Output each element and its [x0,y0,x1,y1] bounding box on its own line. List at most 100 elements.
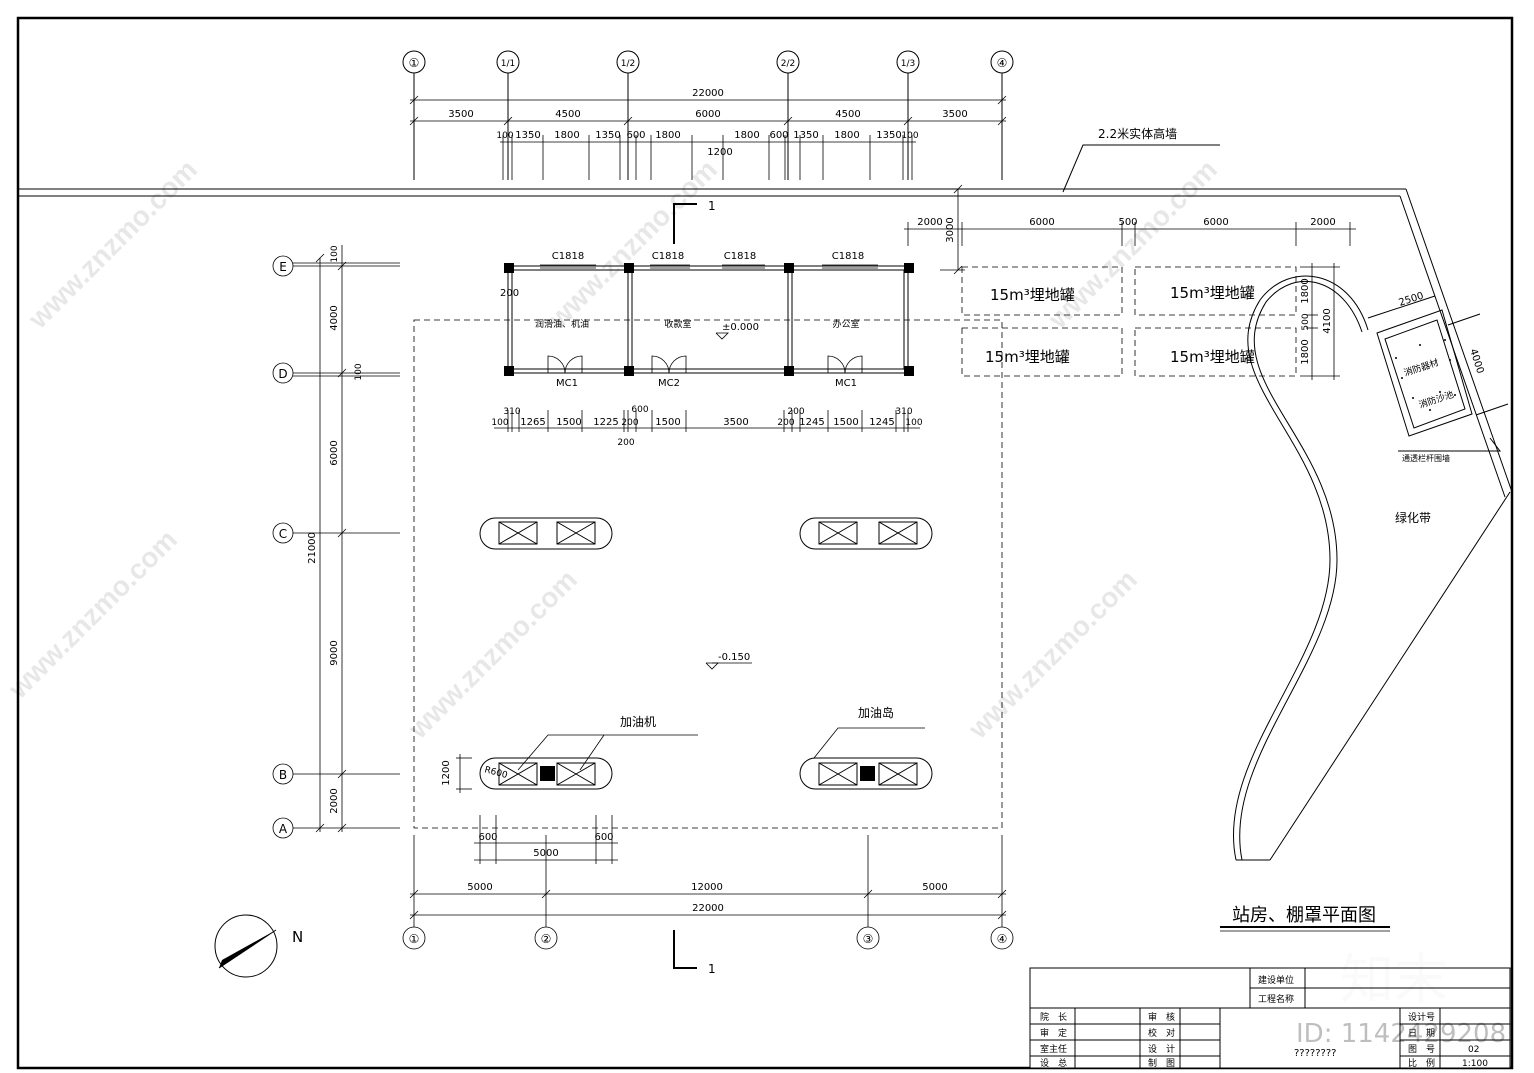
canopy-outline [413,319,1003,829]
dim-top-detail-6: 1800 [655,130,680,141]
dim-top-detail-12: 100 [901,131,918,141]
room-lubricant: 润滑油、机油 [535,318,589,330]
left-grid-axes [272,245,400,839]
level-canopy: -0.150 [718,652,750,663]
door-dim-2: 310 [503,407,520,417]
north-arrow-icon [214,914,278,978]
tank-dims-lines [904,184,1356,275]
left-dim-2: 4000 [329,305,340,330]
grid-label-bottom-1: ① [409,932,420,946]
grid-label-top-6: ④ [997,56,1008,70]
dim-top-detail-9: 1350 [793,130,818,141]
left-dim-5: 9000 [329,640,340,665]
tb-mid-1: 审 核 [1148,1011,1175,1023]
island-dim-h: 1200 [441,760,452,785]
door-dim-3: 1265 [520,417,545,428]
island-dim-w1: 600 [478,832,497,843]
dim-top-detail-3: 1800 [554,130,579,141]
window-label-2: C1818 [652,251,684,262]
tank-right-dim-4: 4100 [1322,308,1333,333]
grid-row-a: A [279,822,288,836]
drawing-title: 站房、棚罩平面图 [1232,905,1376,926]
tank-right-dims-lines [1300,263,1340,380]
bottom-grid-axes [402,835,1014,950]
watermark-4: www.znzmo.com [2,524,183,705]
grid-row-b: B [279,768,287,782]
watermark-3: www.znzmo.com [1042,154,1223,335]
fence-label: 通透栏杆围墙 [1402,453,1450,463]
left-dim-4: 6000 [329,440,340,465]
green-belt-curve [1233,275,1369,861]
dim-top-mid-2: 4500 [555,109,580,120]
station-building [507,265,909,374]
tank-right-dim-1: 1800 [1300,278,1311,303]
tb-mid-2: 校 对 [1148,1027,1175,1039]
tb-mid-3: 设 计 [1148,1043,1175,1055]
dim-bottom-2: 12000 [691,882,723,893]
door-dim-16: 310 [895,407,912,417]
grid-label-bottom-3: ③ [863,932,874,946]
level-mark-station [715,332,729,340]
door-dim-11: 200 [777,418,794,428]
tank-label-3: 15m³埋地罐 [985,348,1070,366]
title-block [1029,967,1511,1069]
grid-label-bottom-2: ② [541,932,552,946]
tb-project: 工程名称 [1258,993,1294,1005]
dim-top-detail-2: 1350 [515,130,540,141]
fire-box-line-1: 消防器材 [1402,356,1440,379]
grid-label-top-2: 1/1 [501,59,515,69]
dispenser-label: 加油机 [620,715,656,729]
section-mark-top [673,203,697,244]
tank-label-2: 15m³埋地罐 [1170,284,1255,302]
watermark-5: www.znzmo.com [402,564,583,745]
island-dim-w2: 600 [594,832,613,843]
island-label: 加油岛 [858,705,894,720]
dim-top-detail-8: 600 [769,130,788,141]
section-label-top: 1 [708,199,716,213]
tank-dim-1: 2000 [917,217,942,228]
grid-label-top-4: 2/2 [781,59,795,69]
level-station: ±0.000 [722,322,759,333]
window-label-3: C1818 [724,251,756,262]
tank-dim-4: 6000 [1203,217,1228,228]
dim-top-mid-4: 4500 [835,109,860,120]
watermark-1: www.znzmo.com [22,154,203,335]
dim-top-detail-11: 1350 [876,130,901,141]
north-label: N [292,928,303,946]
building-columns [504,263,914,376]
sheet-border [16,16,1514,1070]
door-dim-8: 200 [617,438,634,448]
wall-label: 2.2米实体高墙 [1098,126,1177,141]
top-grid-axes [402,50,1014,180]
grid-label-top-5: 1/3 [901,59,915,69]
dim-1200: 1200 [707,147,732,158]
tank-right-dim-3: 1800 [1300,339,1311,364]
island-post-1 [540,766,555,781]
door-dimension-line [494,410,920,432]
solid-wall [18,144,1513,498]
window-label-1: C1818 [552,251,584,262]
grid-row-e: E [279,260,287,274]
room-cashier: 收款室 [664,318,691,330]
left-dim-6: 2000 [329,788,340,813]
grid-row-c: C [279,527,287,541]
door-dim-5: 1225 [593,417,618,428]
door-dim-13: 1245 [799,417,824,428]
tb-left-2: 审 定 [1040,1027,1067,1039]
top-detail-ticks [502,135,913,180]
room-office: 办公室 [832,318,859,330]
grid-row-d: D [278,367,287,381]
door-dim-12: 200 [787,407,804,417]
dim-top-mid-5: 3500 [942,109,967,120]
dim-top-total: 22000 [692,88,724,99]
dim-top-detail-5: 600 [626,130,645,141]
grid-label-top-1: ① [409,56,420,70]
building-doors [547,355,863,374]
tb-mid-4: 制 图 [1148,1057,1175,1069]
dim-top-detail-1: 100 [496,131,513,141]
tb-scale: 1:100 [1462,1059,1488,1069]
door-label-2: MC2 [658,378,680,389]
underground-tanks [961,266,1297,377]
left-dim-total: 21000 [307,532,318,564]
green-belt-curve-inner [1239,280,1363,861]
